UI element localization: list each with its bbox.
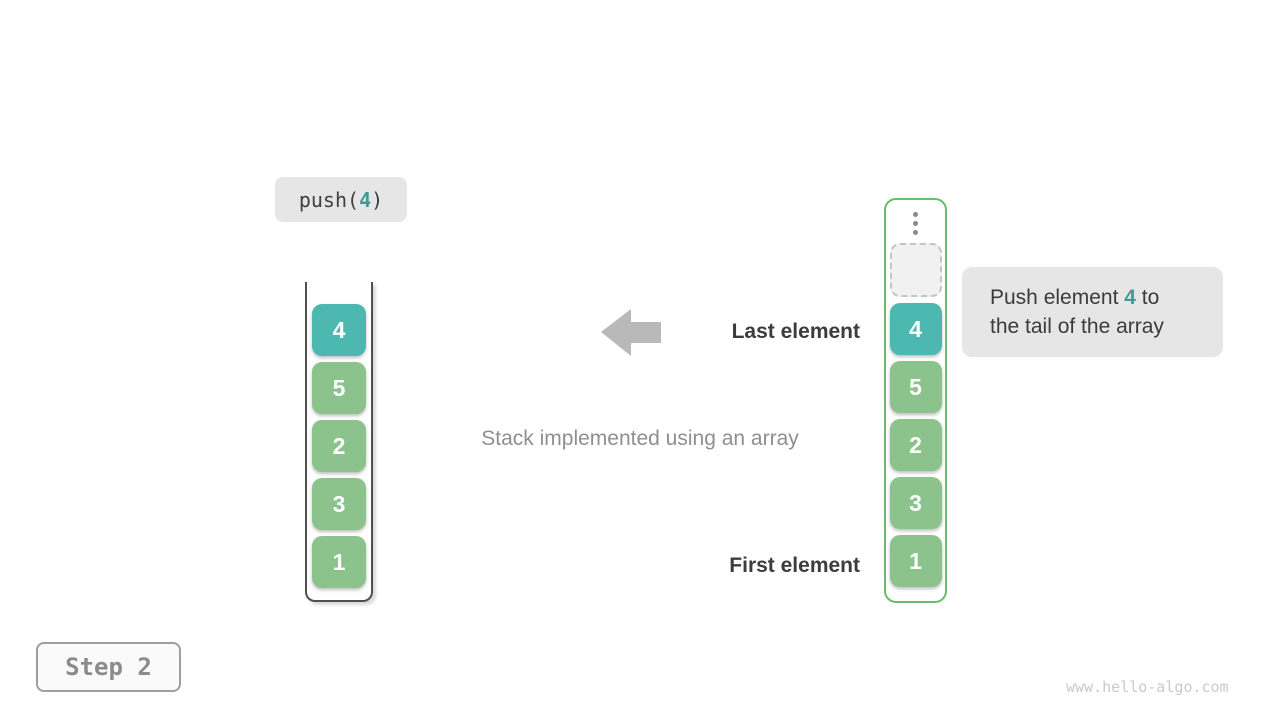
push-call-argument: 4 xyxy=(359,187,372,212)
diagram-caption: Stack implemented using an array xyxy=(481,427,799,450)
tooltip-line-2: the tail of the array xyxy=(990,315,1164,338)
ellipsis-dot xyxy=(913,221,918,226)
left-arrow-icon xyxy=(601,309,661,356)
stack-cell: 2 xyxy=(312,420,366,472)
stack-cell-top: 4 xyxy=(312,304,366,356)
tooltip-highlight-value: 4 xyxy=(1124,286,1136,309)
array-cell: 2 xyxy=(889,419,942,471)
tooltip-text: to xyxy=(1135,286,1160,309)
tooltip-line-1: Push element 4 to xyxy=(990,283,1223,312)
array-cell-first: 1 xyxy=(889,535,942,587)
push-call-suffix: ) xyxy=(371,187,384,212)
array-cell: 5 xyxy=(889,361,942,413)
ellipsis-dot xyxy=(913,212,918,217)
stack-cell: 5 xyxy=(312,362,366,414)
array-cell-new: 4 xyxy=(889,303,942,355)
ellipsis-dot xyxy=(913,230,918,235)
stack-cell-bottom: 1 xyxy=(312,536,366,588)
array-cell: 3 xyxy=(889,477,942,529)
push-operation-chip: push(4) xyxy=(275,177,407,222)
push-call-prefix: push( xyxy=(298,187,360,212)
stack-container: 4 5 2 3 1 xyxy=(305,282,373,602)
ellipsis-vertical-icon xyxy=(913,212,918,235)
step-badge: Step 2 xyxy=(36,642,181,692)
tooltip-text: Push element xyxy=(990,286,1125,309)
last-element-label: Last element xyxy=(731,320,860,343)
stack-cell: 3 xyxy=(312,478,366,530)
empty-array-slot xyxy=(889,243,942,297)
watermark-url: www.hello-algo.com xyxy=(1066,678,1229,696)
operation-tooltip: Push element 4 to the tail of the array xyxy=(962,267,1223,357)
first-element-label: First element xyxy=(729,554,860,577)
array-container: 4 5 2 3 1 xyxy=(884,198,947,603)
